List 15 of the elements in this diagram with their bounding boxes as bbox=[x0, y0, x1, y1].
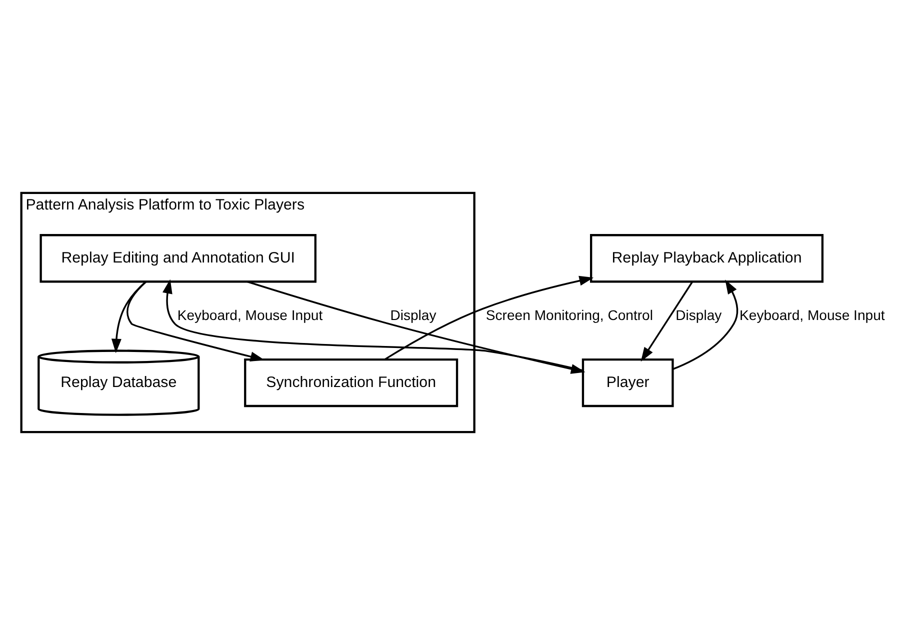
edge-label: Screen Monitoring, Control bbox=[486, 306, 654, 322]
arrow bbox=[126, 280, 265, 361]
arrow bbox=[162, 278, 583, 371]
edge-label: Display bbox=[676, 306, 722, 322]
arrow bbox=[640, 280, 694, 362]
node-box: Replay Editing and Annotation GUI bbox=[40, 234, 316, 282]
edge-label: Keyboard, Mouse Input bbox=[177, 306, 323, 322]
node-box: Player bbox=[582, 358, 674, 407]
node-box: Replay Playback Application bbox=[590, 234, 824, 282]
arrow bbox=[672, 279, 738, 370]
node-box: Synchronization Function bbox=[244, 358, 458, 407]
arrow bbox=[111, 280, 146, 353]
edge-label: Display bbox=[390, 306, 436, 322]
edge-label: Keyboard, Mouse Input bbox=[740, 306, 885, 322]
arrow bbox=[384, 275, 594, 360]
